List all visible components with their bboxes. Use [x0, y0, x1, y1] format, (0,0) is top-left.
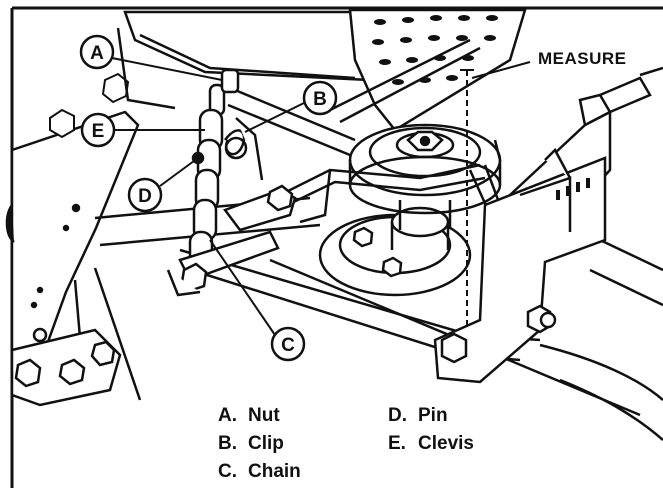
callout-c: C	[270, 326, 306, 362]
legend-text: Clevis	[418, 433, 474, 454]
legend-key: C.	[218, 461, 237, 482]
legend-item-clevis: E. Clevis	[388, 433, 474, 455]
svg-text:C: C	[281, 335, 295, 356]
legend-key: A.	[218, 405, 237, 426]
lower-pulley	[318, 206, 472, 297]
legend-text: Pin	[418, 405, 448, 426]
measure-line	[460, 61, 531, 338]
callout-a: A	[79, 34, 115, 70]
svg-text:B: B	[313, 89, 327, 110]
drive-belt	[227, 38, 481, 157]
callout-e: E	[80, 112, 116, 148]
legend-item-chain: C. Chain	[218, 461, 301, 483]
legend-key: D.	[388, 405, 407, 426]
right-bracket	[433, 147, 607, 384]
callout-leaders	[111, 57, 307, 336]
lower-left-bracket	[10, 327, 122, 407]
legend-key: E.	[388, 433, 406, 454]
callout-b: B	[302, 80, 338, 116]
legend-text: Clip	[248, 433, 284, 454]
legend-item-pin: D. Pin	[388, 405, 448, 427]
upper-pulley	[348, 123, 502, 230]
legend-item-clip: B. Clip	[218, 433, 284, 455]
legend-text: Nut	[248, 405, 280, 426]
legend-key: B.	[218, 433, 237, 454]
legend-background	[190, 400, 530, 493]
svg-text:D: D	[138, 186, 152, 207]
parts-legend: A. Nut B. Clip C. Chain D. Pin E. Clevis	[218, 405, 518, 490]
legend-item-nut: A. Nut	[218, 405, 280, 427]
left-chassis-panel	[5, 110, 140, 373]
bolt-heads	[49, 72, 130, 139]
chain-linkage	[166, 68, 297, 297]
svg-text:A: A	[90, 43, 104, 64]
legend-text: Chain	[248, 461, 301, 482]
svg-text:E: E	[92, 121, 105, 142]
seat-housing	[116, 10, 372, 110]
measure-label: MEASURE	[538, 49, 627, 68]
callout-d: D	[127, 177, 163, 213]
